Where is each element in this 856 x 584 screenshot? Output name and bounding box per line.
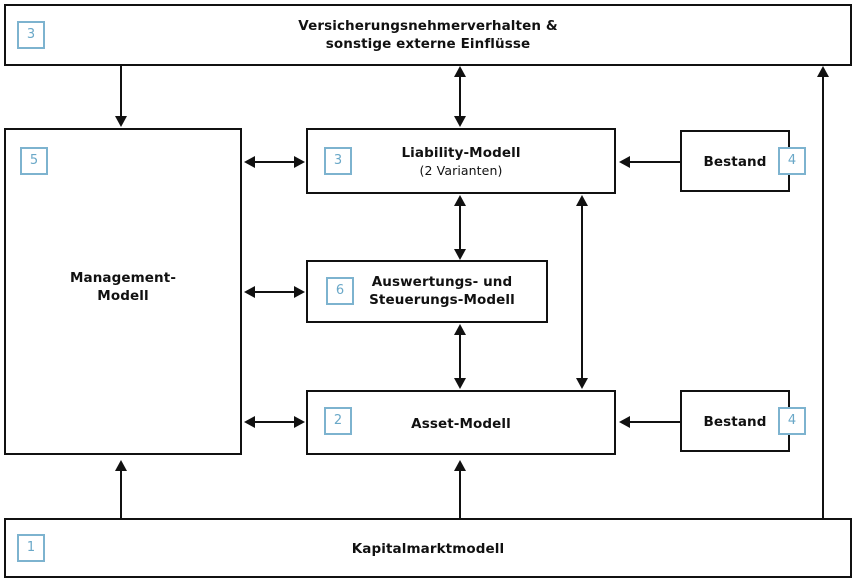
node-bestand-asset[interactable]: Bestand bbox=[680, 390, 790, 452]
node-asset-model[interactable]: Asset-Modell bbox=[306, 390, 616, 455]
node-evaluation-model-line1: Auswertungs- und bbox=[371, 274, 513, 290]
connector-capitalmarket-to-management-arrowhead-up bbox=[115, 460, 127, 471]
node-capital-market-model[interactable]: Kapitalmarktmodell bbox=[4, 518, 852, 578]
connector-management-to-evaluation-arrowhead-right bbox=[294, 286, 305, 298]
connector-external-to-management-line bbox=[119, 66, 123, 118]
node-liability-model-label: Liability-Modell (2 Varianten) bbox=[308, 145, 614, 180]
connector-capitalmarket-to-external-line bbox=[821, 76, 825, 520]
node-management-model-line1: Management- bbox=[69, 270, 177, 286]
connector-bestand-to-liability-arrowhead-left bbox=[619, 156, 630, 168]
node-capital-market-model-line1: Kapitalmarktmodell bbox=[351, 541, 505, 557]
connector-management-to-asset-line bbox=[252, 420, 296, 424]
connector-evaluation-to-asset-arrowhead-up bbox=[454, 324, 466, 335]
connector-liability-to-evaluation-arrowhead-down bbox=[454, 249, 466, 260]
connector-external-to-liability-line bbox=[458, 72, 462, 118]
badge-external-influences: 3 bbox=[17, 21, 45, 49]
connector-external-to-liability-arrowhead-up bbox=[454, 66, 466, 77]
node-bestand-asset-label: Bestand bbox=[682, 414, 788, 432]
node-external-influences-label: Versicherungsnehmerverhalten & sonstige … bbox=[6, 18, 850, 54]
connector-liability-to-asset-line bbox=[580, 203, 584, 380]
connector-external-to-liability-arrowhead-down bbox=[454, 116, 466, 127]
connector-management-to-asset-arrowhead-right bbox=[294, 416, 305, 428]
connector-bestand-to-liability-line bbox=[628, 160, 680, 164]
node-capital-market-model-label: Kapitalmarktmodell bbox=[6, 541, 850, 559]
node-evaluation-model-label: Auswertungs- und Steuerungs-Modell bbox=[342, 274, 542, 310]
connector-liability-to-evaluation-line bbox=[458, 203, 462, 251]
connector-bestand-to-asset-line bbox=[628, 420, 680, 424]
badge-asset-model: 2 bbox=[324, 407, 352, 435]
connector-evaluation-to-asset-line bbox=[458, 332, 462, 380]
badge-bestand-asset: 4 bbox=[778, 407, 806, 435]
connector-evaluation-to-asset-arrowhead-down bbox=[454, 378, 466, 389]
badge-bestand-liability: 4 bbox=[778, 147, 806, 175]
node-bestand-liability-label: Bestand bbox=[682, 154, 788, 172]
connector-liability-to-evaluation-arrowhead-up bbox=[454, 195, 466, 206]
connector-capitalmarket-to-asset-line bbox=[458, 470, 462, 520]
node-asset-model-line1: Asset-Modell bbox=[411, 416, 511, 432]
badge-capital-market-model: 1 bbox=[17, 534, 45, 562]
node-evaluation-model-line2: Steuerungs-Modell bbox=[369, 291, 515, 308]
badge-management-model: 5 bbox=[20, 147, 48, 175]
node-bestand-liability-line1: Bestand bbox=[703, 154, 767, 170]
node-bestand-liability[interactable]: Bestand bbox=[680, 130, 790, 192]
node-management-model-label: Management- Modell bbox=[6, 270, 240, 306]
node-liability-model-line2: (2 Varianten) bbox=[419, 162, 503, 178]
connector-bestand-to-asset-arrowhead-left bbox=[619, 416, 630, 428]
connector-capitalmarket-to-asset-arrowhead-up bbox=[454, 460, 466, 471]
node-bestand-asset-line1: Bestand bbox=[703, 414, 767, 430]
node-asset-model-label: Asset-Modell bbox=[308, 416, 614, 434]
connector-external-to-management-arrowhead-down bbox=[115, 116, 127, 127]
connector-management-to-evaluation-arrowhead-left bbox=[244, 286, 255, 298]
node-external-influences[interactable]: Versicherungsnehmerverhalten & sonstige … bbox=[4, 4, 852, 66]
connector-capitalmarket-to-management-line bbox=[119, 470, 123, 520]
connector-liability-to-asset-arrowhead-down bbox=[576, 378, 588, 389]
connector-management-to-liability-arrowhead-left bbox=[244, 156, 255, 168]
connector-management-to-liability-line bbox=[252, 160, 296, 164]
connector-management-to-liability-arrowhead-right bbox=[294, 156, 305, 168]
node-liability-model[interactable]: Liability-Modell (2 Varianten) bbox=[306, 128, 616, 194]
connector-liability-to-asset-arrowhead-up bbox=[576, 195, 588, 206]
node-management-model-line2: Modell bbox=[97, 287, 149, 304]
node-liability-model-line1: Liability-Modell bbox=[401, 145, 521, 161]
node-management-model[interactable]: Management- Modell bbox=[4, 128, 242, 455]
badge-evaluation-model: 6 bbox=[326, 277, 354, 305]
node-external-influences-line1: Versicherungsnehmerverhalten & bbox=[298, 18, 558, 34]
connector-management-to-asset-arrowhead-left bbox=[244, 416, 255, 428]
connector-management-to-evaluation-line bbox=[252, 290, 296, 294]
connector-capitalmarket-to-external-arrowhead-up bbox=[817, 66, 829, 77]
node-external-influences-line2: sonstige externe Einflüsse bbox=[325, 35, 531, 52]
badge-liability-model: 3 bbox=[324, 147, 352, 175]
